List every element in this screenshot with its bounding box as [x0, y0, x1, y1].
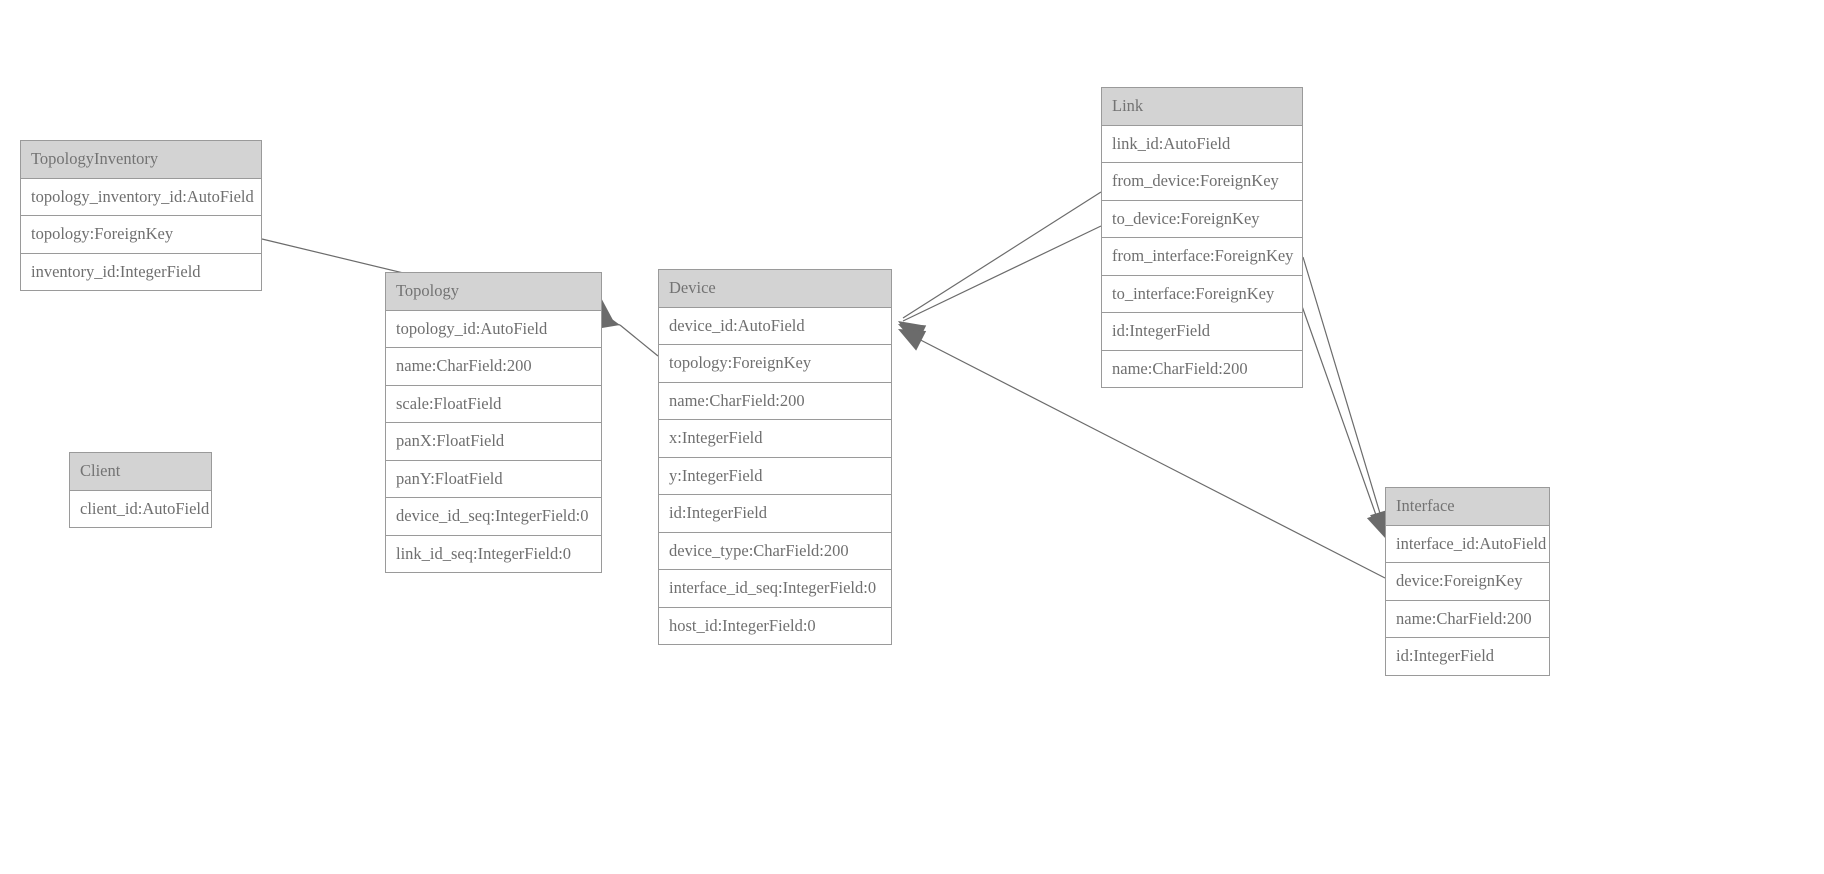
field-row[interactable]: to_interface:ForeignKey	[1102, 275, 1302, 313]
entity-fields-client: client_id:AutoField	[70, 490, 211, 527]
field-row[interactable]: name:CharField:200	[386, 348, 601, 386]
field-row[interactable]: interface_id_seq:IntegerField:0	[659, 570, 891, 608]
field-row[interactable]: device_type:CharField:200	[659, 532, 891, 570]
field-row[interactable]: host_id:IntegerField:0	[659, 607, 891, 644]
relation-arrowhead	[898, 321, 926, 345]
entity-title-topology: Topology	[386, 273, 601, 311]
field-row[interactable]: topology:ForeignKey	[21, 216, 261, 254]
field-row[interactable]: name:CharField:200	[659, 382, 891, 420]
field-row[interactable]: device:ForeignKey	[1386, 563, 1549, 601]
field-row[interactable]: topology:ForeignKey	[659, 345, 891, 383]
entity-title-interface: Interface	[1386, 488, 1549, 526]
field-row[interactable]: name:CharField:200	[1386, 600, 1549, 638]
field-row[interactable]: name:CharField:200	[1102, 350, 1302, 387]
relation-arrowhead	[898, 329, 927, 351]
field-row[interactable]: panX:FloatField	[386, 423, 601, 461]
field-row[interactable]: link_id:AutoField	[1102, 125, 1302, 163]
entity-title-topologyinventory: TopologyInventory	[21, 141, 261, 179]
relation-line	[1302, 256, 1386, 531]
relation-line	[902, 225, 1102, 322]
relation-line	[1296, 291, 1383, 533]
field-row[interactable]: topology_id:AutoField	[386, 310, 601, 348]
field-row[interactable]: id:IntegerField	[1102, 313, 1302, 351]
field-row[interactable]: from_device:ForeignKey	[1102, 163, 1302, 201]
field-row[interactable]: client_id:AutoField	[70, 490, 211, 527]
relation-link-to-interface	[1296, 291, 1388, 539]
field-row[interactable]: x:IntegerField	[659, 420, 891, 458]
field-row[interactable]: scale:FloatField	[386, 385, 601, 423]
field-row[interactable]: device_id:AutoField	[659, 307, 891, 345]
field-row[interactable]: id:IntegerField	[659, 495, 891, 533]
relation-line	[619, 324, 659, 357]
field-row[interactable]: to_device:ForeignKey	[1102, 200, 1302, 238]
relation-link-from-device	[898, 191, 1102, 345]
field-row[interactable]: device_id_seq:IntegerField:0	[386, 498, 601, 536]
field-row[interactable]: y:IntegerField	[659, 457, 891, 495]
field-row[interactable]: topology_inventory_id:AutoField	[21, 178, 261, 216]
entity-title-device: Device	[659, 270, 891, 308]
field-row[interactable]: id:IntegerField	[1386, 638, 1549, 675]
field-row[interactable]: link_id_seq:IntegerField:0	[386, 535, 601, 572]
relation-link-to-device	[898, 225, 1102, 346]
relation-arrowhead	[898, 324, 927, 346]
entity-title-client: Client	[70, 453, 211, 491]
field-row[interactable]: interface_id:AutoField	[1386, 525, 1549, 563]
entity-title-link: Link	[1102, 88, 1302, 126]
field-row[interactable]: inventory_id:IntegerField	[21, 253, 261, 290]
field-row[interactable]: from_interface:ForeignKey	[1102, 238, 1302, 276]
relation-line	[902, 191, 1102, 319]
field-row[interactable]: panY:FloatField	[386, 460, 601, 498]
